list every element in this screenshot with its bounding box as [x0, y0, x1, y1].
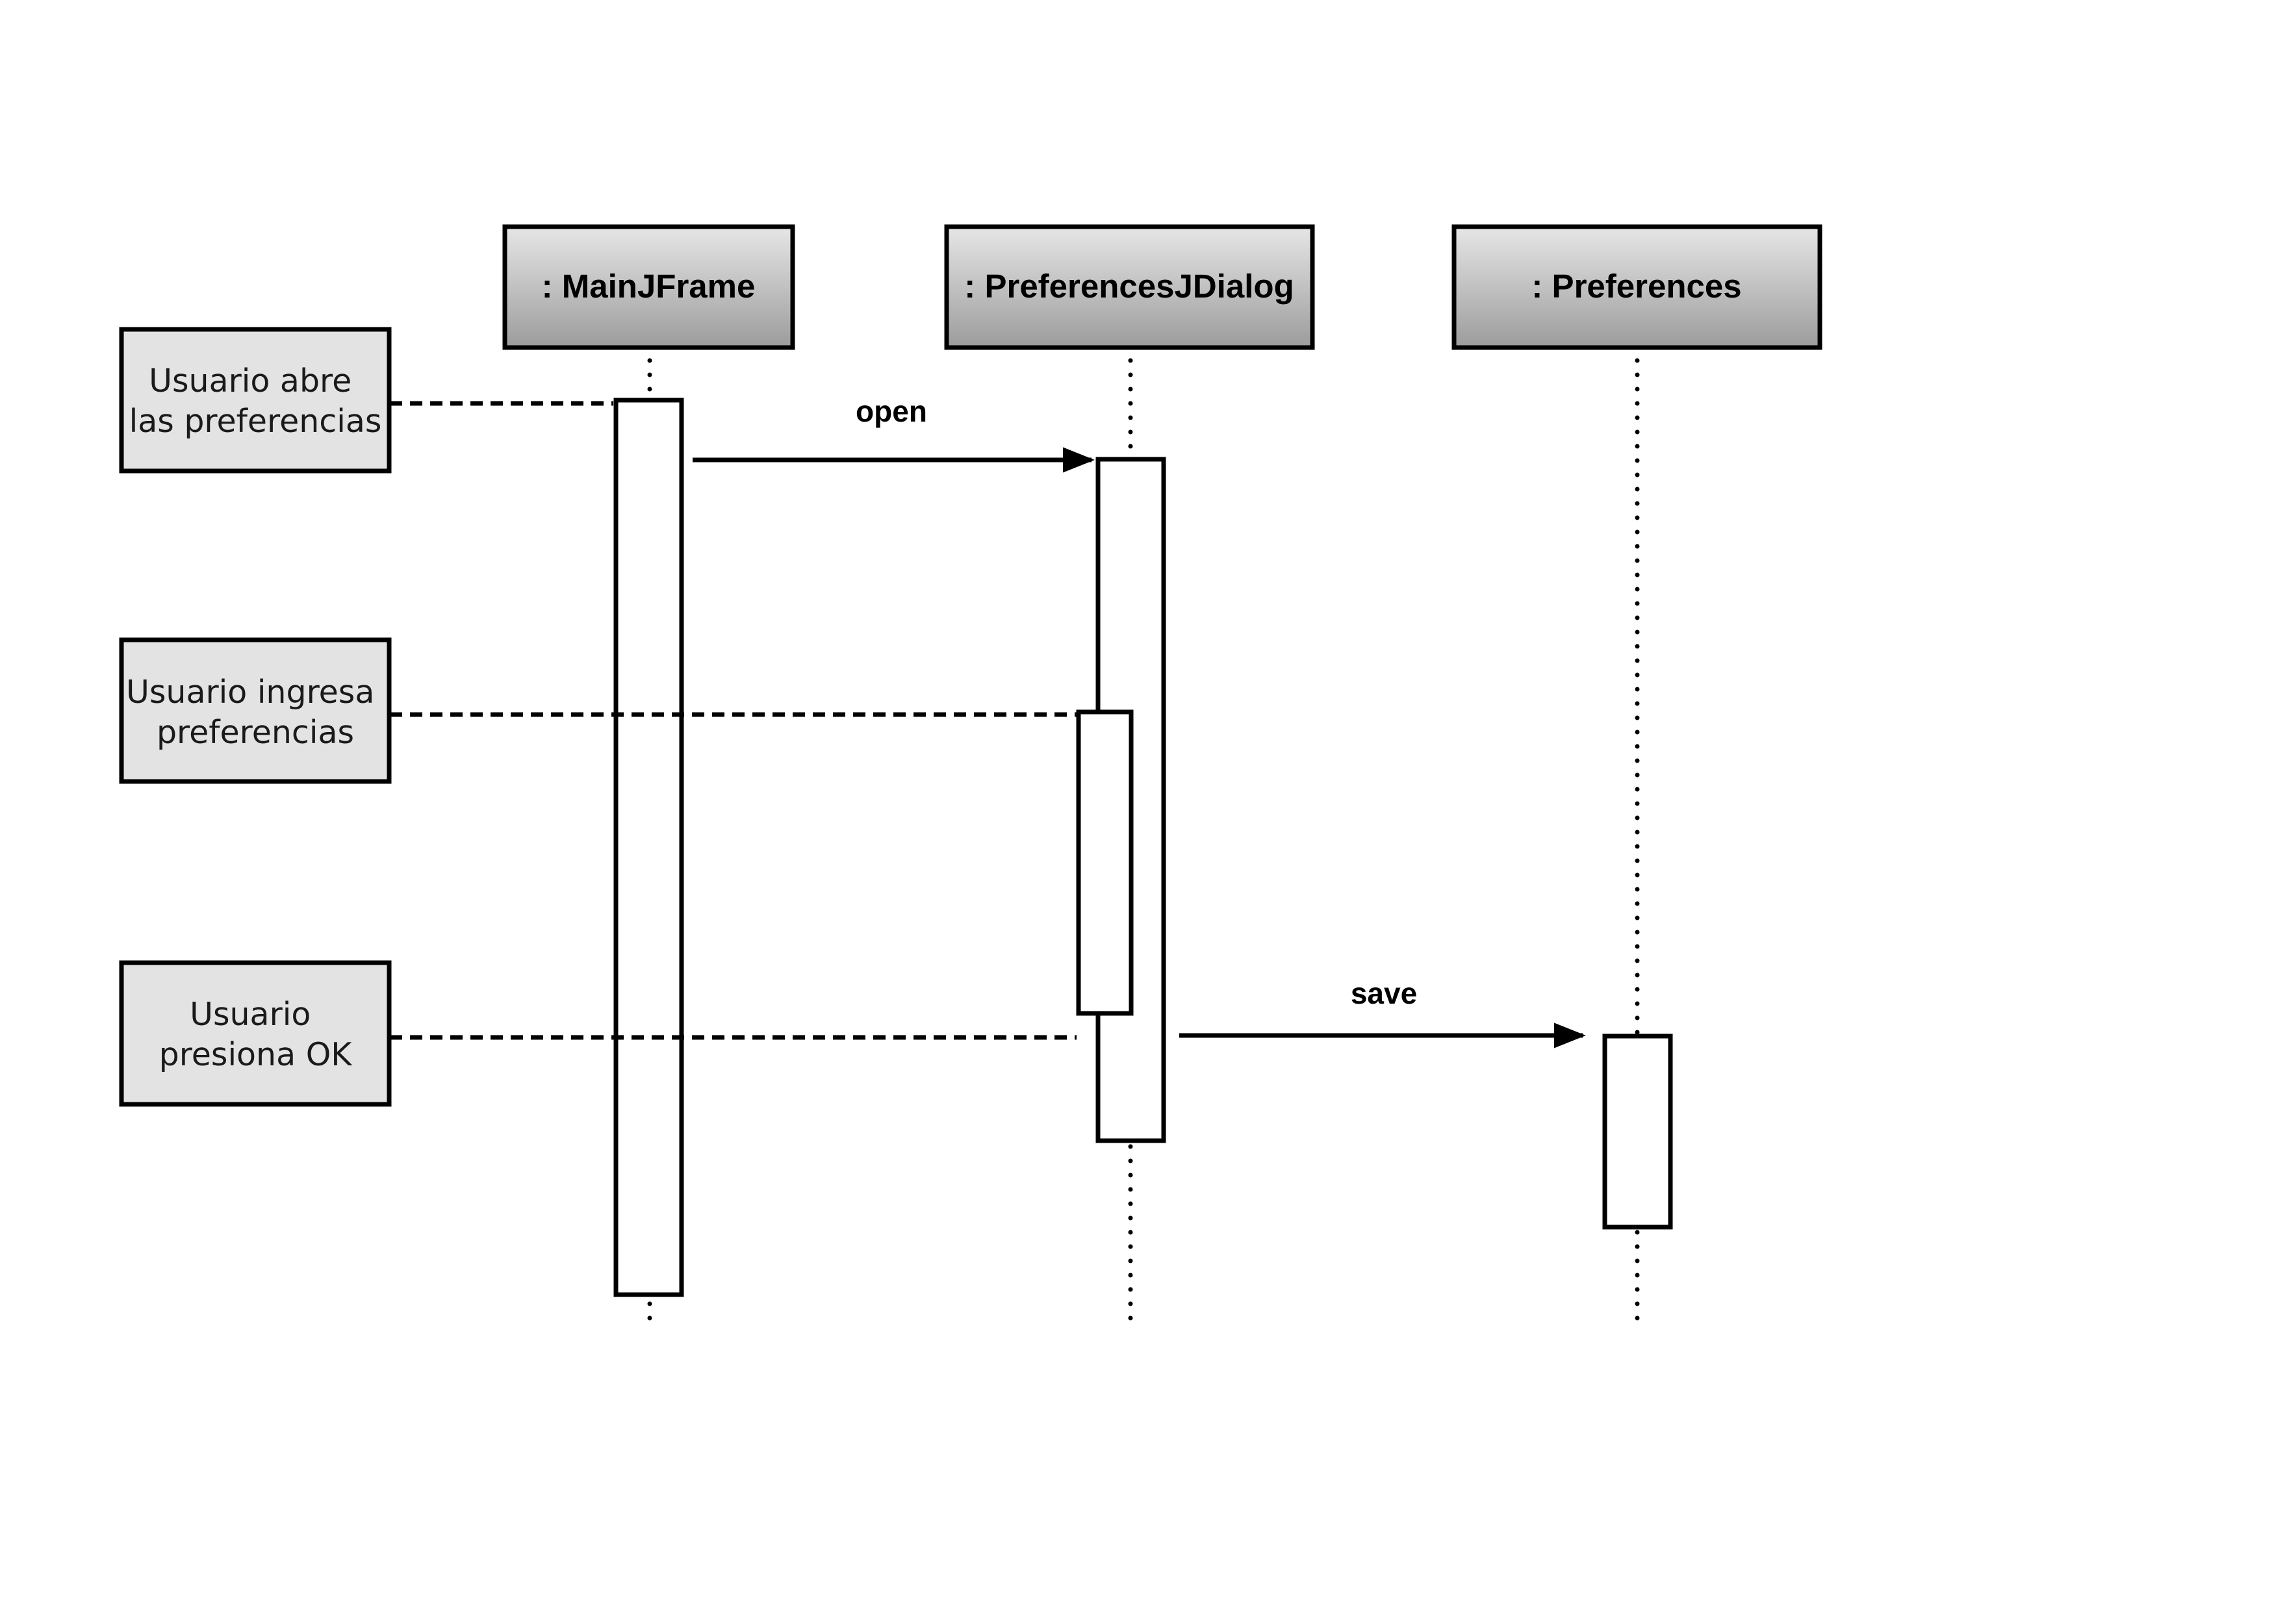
object-preferencesjdialog: : PreferencesJDialog: [944, 224, 1315, 350]
object-preferences: : Preferences: [1451, 224, 1822, 350]
object-header-box: [944, 224, 1315, 350]
note-text: Usuario ingresa preferencias: [126, 674, 385, 751]
object-header-box: [502, 224, 795, 350]
object-label: : PreferencesJDialog: [964, 268, 1294, 305]
note-enter: Usuario ingresa preferencias: [119, 637, 392, 784]
message-open: open: [693, 394, 1095, 473]
message-save: save: [1179, 976, 1586, 1048]
note-connectors: [390, 401, 1077, 1040]
message-label: open: [856, 394, 927, 428]
object-label: : MainJFrame: [542, 268, 756, 305]
note-text: Usuario presiona OK: [159, 996, 353, 1073]
note-box: [119, 637, 392, 784]
note-text: Usuario abre las preferencias: [129, 362, 382, 440]
note-open: Usuario abre las preferencias: [119, 327, 392, 474]
note-ok: Usuario presiona OK: [119, 960, 392, 1107]
note-box: [119, 327, 392, 474]
activation-preferences: [1602, 1034, 1673, 1230]
note-line: presiona OK: [159, 1036, 353, 1073]
object-header-box: [1451, 224, 1822, 350]
note-line: preferencias: [157, 714, 354, 751]
activation-preferencesjdialog-nested: [1076, 709, 1134, 1016]
note-box: [119, 960, 392, 1107]
activation-mainjframe: [613, 398, 684, 1297]
note-line: las preferencias: [129, 403, 382, 440]
object-mainjframe: : MainJFrame: [502, 224, 795, 350]
object-label: : Preferences: [1531, 268, 1741, 305]
note-line: Usuario ingresa: [126, 674, 374, 711]
note-line: Usuario abre: [149, 362, 351, 400]
note-line: Usuario: [190, 996, 311, 1033]
activations: [613, 398, 1673, 1297]
message-label: save: [1351, 976, 1417, 1010]
